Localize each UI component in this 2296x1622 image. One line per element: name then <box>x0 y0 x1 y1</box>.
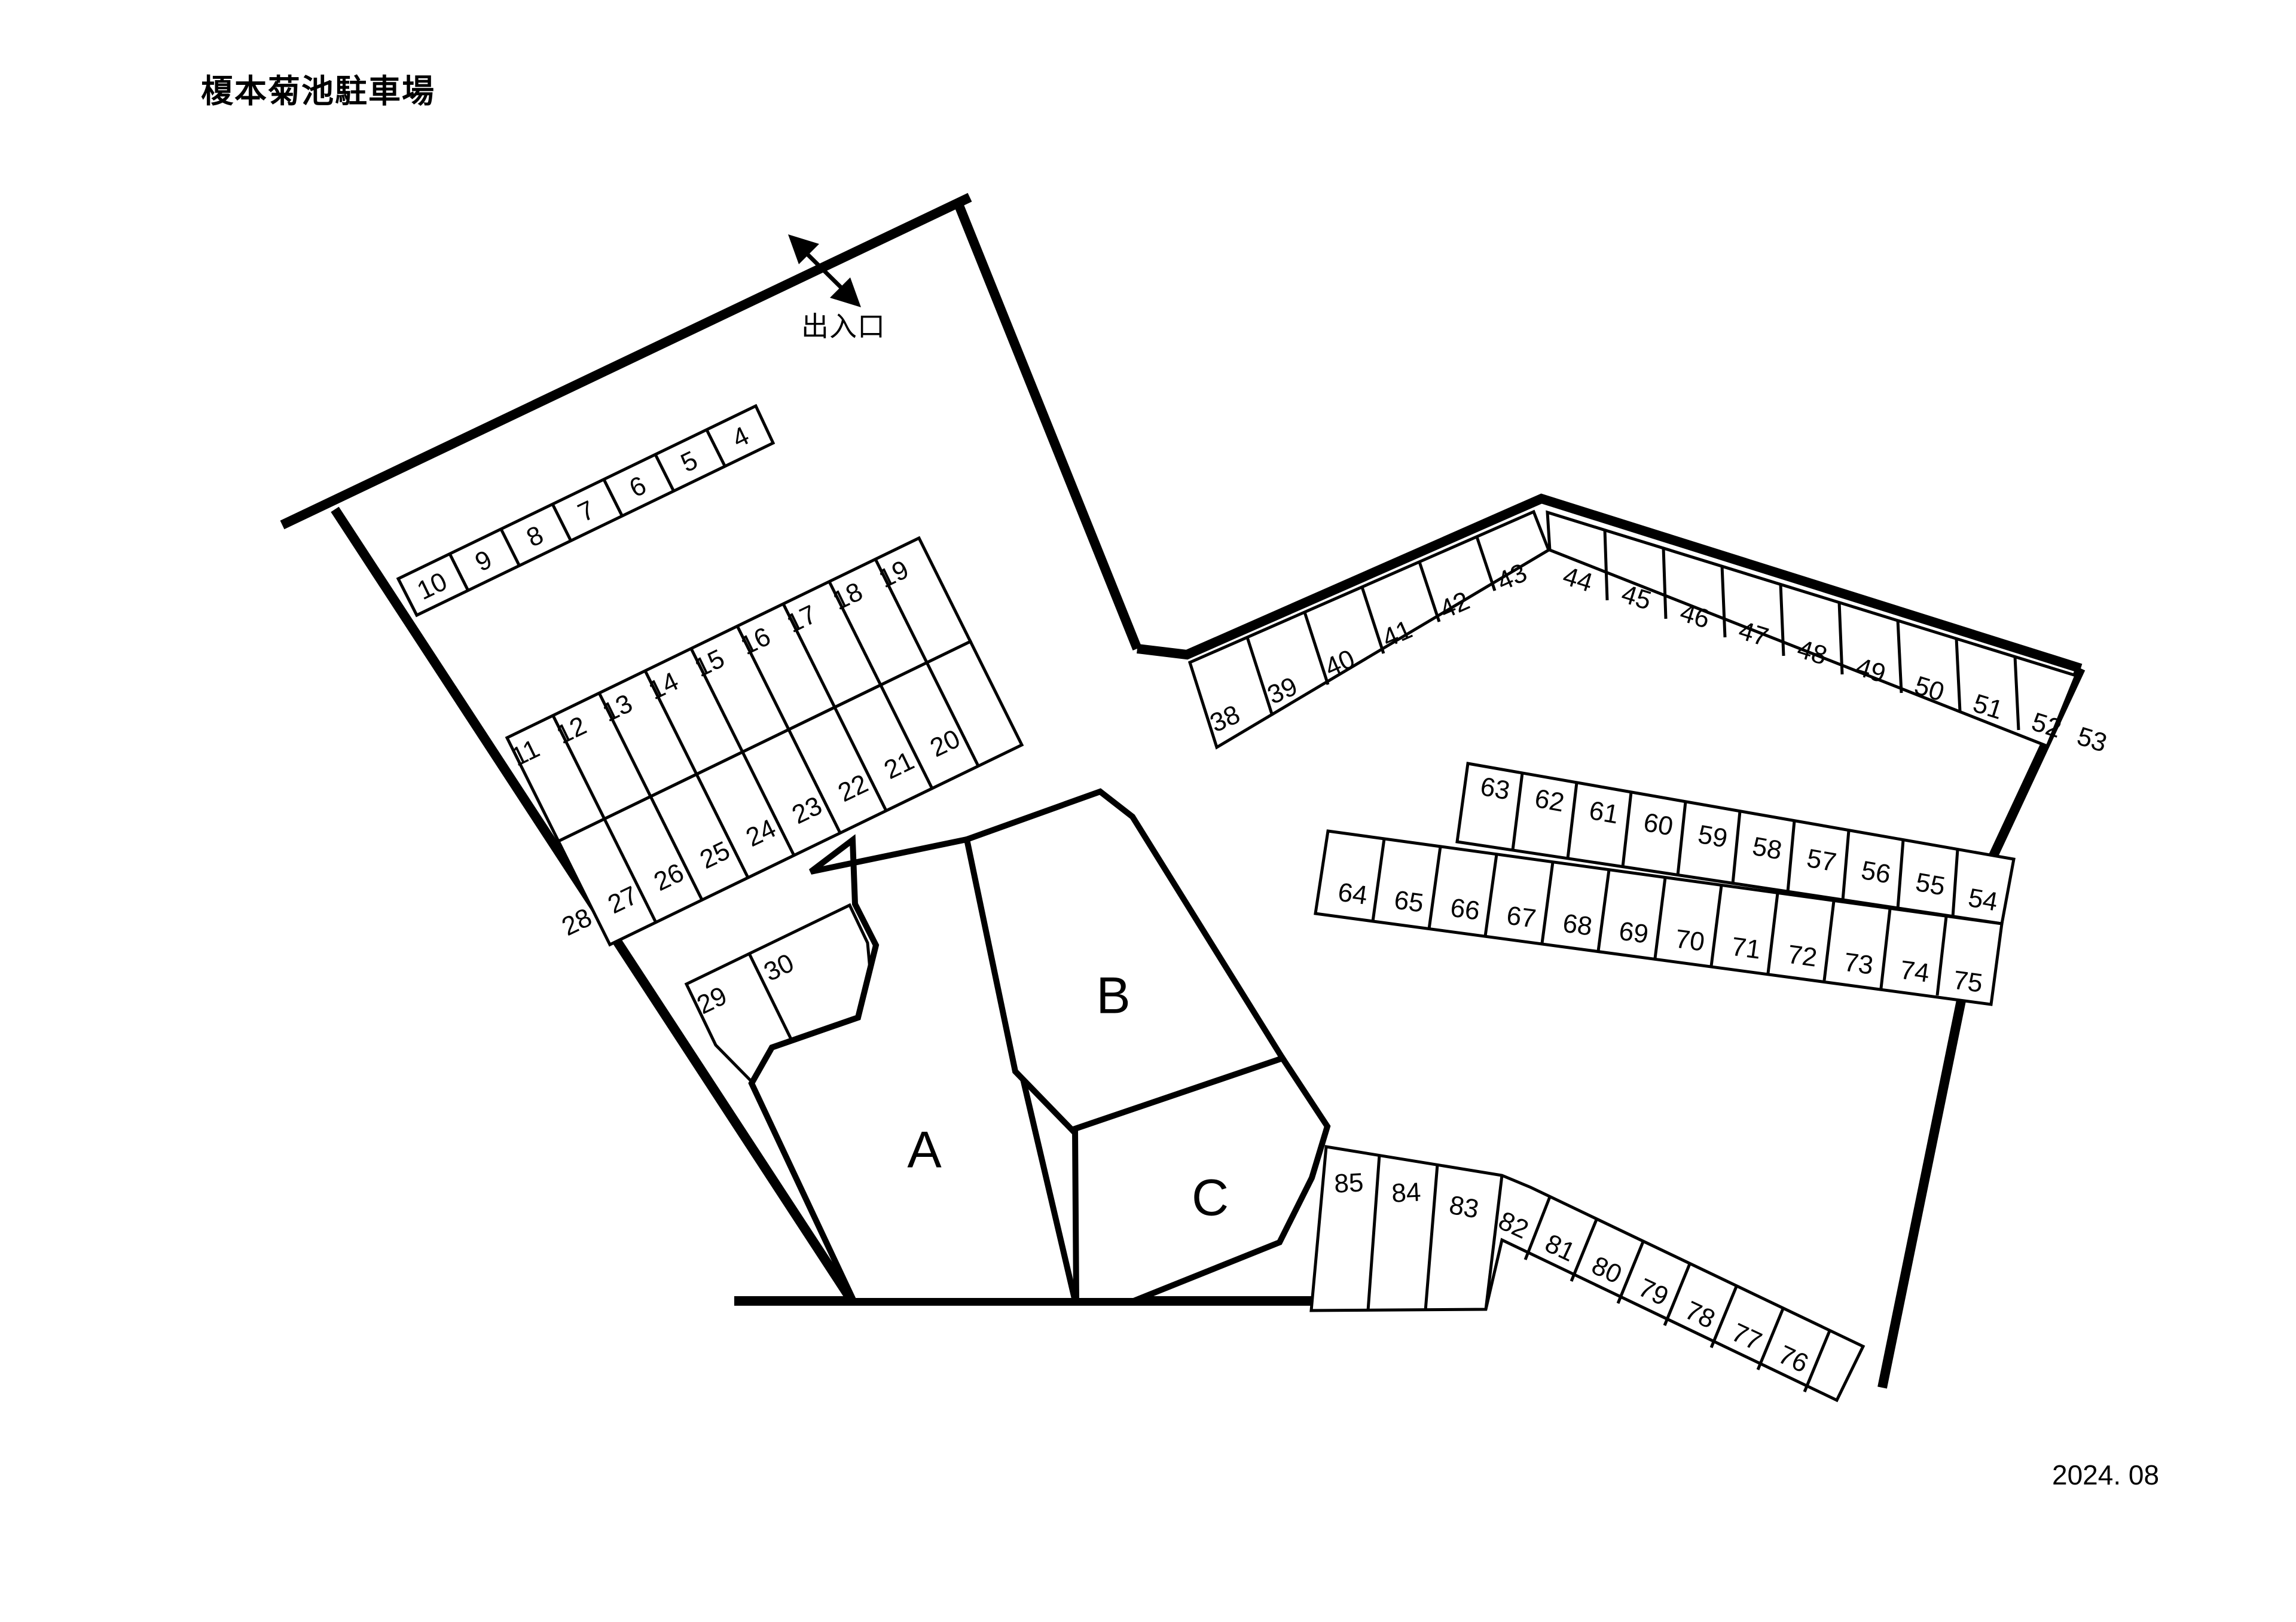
boundary-east <box>1877 666 2086 1389</box>
stall-label-72: 72 <box>1786 940 1819 973</box>
stall-label-53: 53 <box>2074 722 2110 758</box>
page-title: 榎本菊池駐車場 <box>201 72 435 110</box>
stall-row-east-lower: 64 65 66 67 68 69 70 71 72 73 74 75 <box>1314 829 2004 1006</box>
stall-row-center-lower: 28 27 26 25 24 23 22 21 20 <box>556 639 1024 947</box>
stall-label-61: 61 <box>1587 796 1621 830</box>
stall-label-56: 56 <box>1859 856 1893 890</box>
boundary-northeast <box>1137 493 2083 673</box>
date-stamp: 2024. 08 <box>2052 1459 2160 1490</box>
stall-label-62: 62 <box>1532 784 1567 818</box>
stall-label-54: 54 <box>1966 883 2000 917</box>
block-label-A: A <box>907 1122 942 1179</box>
stall-label-65: 65 <box>1393 885 1425 918</box>
stall-row-northeast-right: 44 45 46 47 48 49 50 51 52 53 <box>1546 510 2110 758</box>
boundary-nw-right <box>952 198 1142 650</box>
stall-label-64: 64 <box>1336 878 1369 911</box>
stall-label-74: 74 <box>1898 955 1931 988</box>
stall-label-67: 67 <box>1505 901 1538 934</box>
stall-label-58: 58 <box>1750 832 1784 866</box>
stall-label-84: 84 <box>1391 1177 1421 1208</box>
stall-label-69: 69 <box>1617 917 1650 949</box>
stall-label-57: 57 <box>1805 844 1839 878</box>
stall-label-71: 71 <box>1730 932 1763 965</box>
stall-label-73: 73 <box>1842 948 1875 980</box>
stall-label-59: 59 <box>1696 820 1730 854</box>
stall-row-center-upper: 11 12 13 14 15 16 17 18 19 <box>505 536 973 844</box>
stall-label-60: 60 <box>1641 808 1675 842</box>
stall-label-70: 70 <box>1674 924 1706 957</box>
block-label-C: C <box>1192 1169 1229 1227</box>
block-label-B: B <box>1096 967 1130 1025</box>
boundary-northwest-top <box>280 193 972 530</box>
stall-label-63: 63 <box>1478 772 1512 806</box>
building-block-C: C <box>1071 1055 1331 1304</box>
stall-label-83: 83 <box>1447 1190 1481 1224</box>
stall-label-85: 85 <box>1333 1168 1364 1198</box>
building-block-A: A <box>748 834 1079 1304</box>
stall-label-68: 68 <box>1561 909 1594 942</box>
stall-label-66: 66 <box>1449 893 1482 926</box>
stall-row-northwest: 10 9 8 7 6 5 4 <box>396 404 775 618</box>
stall-row-south: 85 84 83 82 81 80 79 78 77 76 <box>1309 1145 1866 1403</box>
entrance-label: 出入口 <box>801 310 886 343</box>
stall-label-55: 55 <box>1913 867 1947 902</box>
stall-row-northeast-left: 38 39 40 41 42 43 <box>1187 509 1551 750</box>
entrance-arrow-icon <box>788 234 861 307</box>
stall-label-75: 75 <box>1952 966 1984 998</box>
